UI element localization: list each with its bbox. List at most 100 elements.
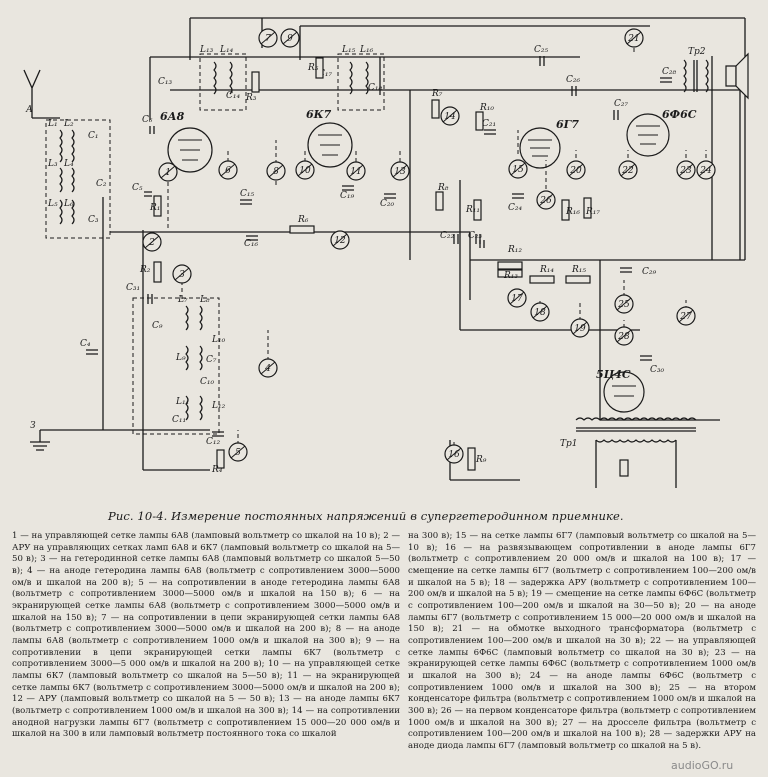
meter-10: 10 — [295, 160, 315, 180]
svg-text:R₈: R₈ — [437, 183, 449, 193]
meter-19: 19 — [570, 318, 590, 338]
svg-text:L₁₆: L₁₆ — [359, 45, 374, 55]
svg-text:R₅: R₅ — [307, 63, 319, 73]
svg-text:C₁: C₁ — [88, 131, 99, 141]
svg-text:C₁₇: C₁₇ — [318, 69, 332, 79]
svg-text:R₁: R₁ — [149, 203, 160, 213]
svg-text:16: 16 — [448, 450, 460, 460]
svg-text:21: 21 — [627, 34, 639, 44]
svg-text:C₉: C₉ — [152, 321, 163, 331]
capacitors: C₅ C₆ C₄ C₁₂ C₁₅ C₁₆ C₁₉ C₂₀ C₂₁ C₂₂ C₂₃… — [80, 45, 676, 447]
svg-text:14: 14 — [444, 112, 456, 122]
svg-text:А: А — [25, 105, 33, 115]
svg-text:26: 26 — [539, 196, 552, 206]
tube-6k7: 6К7 — [306, 108, 353, 168]
svg-text:L₁₂: L₁₂ — [211, 401, 226, 411]
svg-text:R₁₇: R₁₇ — [585, 207, 600, 217]
svg-text:2: 2 — [148, 238, 155, 248]
figure-caption: Рис. 10-4. Измерение постоянных напряжен… — [108, 509, 624, 523]
svg-text:C₂₃: C₂₃ — [468, 231, 482, 241]
svg-text:R₁₂: R₁₂ — [507, 245, 522, 255]
meter-2: 2 — [142, 232, 162, 252]
svg-text:C₂₁: C₂₁ — [482, 119, 496, 129]
meter-27: 27 — [676, 306, 696, 326]
svg-text:C₁₄: C₁₄ — [226, 91, 240, 101]
legend-text-right: на 300 в); 15 — на сетке лампы 6Г7 (ламп… — [408, 531, 756, 751]
meter-6: 6 — [218, 160, 238, 180]
svg-text:C₂: C₂ — [96, 179, 107, 189]
svg-text:C₂₂: C₂₂ — [440, 231, 454, 241]
svg-text:L₁₁: L₁₁ — [175, 397, 189, 407]
svg-text:L₉: L₉ — [175, 353, 186, 363]
meter-28: 28 — [614, 326, 634, 346]
legend-column-right: на 300 в); 15 — на сетке лампы 6Г7 (ламп… — [408, 531, 756, 753]
svg-text:C₁₃: C₁₃ — [158, 77, 172, 87]
meter-20: 20 — [566, 160, 586, 180]
svg-text:R₁₀: R₁₀ — [479, 103, 494, 113]
svg-text:8: 8 — [273, 167, 279, 177]
tube-5c4s: 5Ц4С — [596, 368, 645, 413]
meter-5: 5 — [228, 442, 248, 462]
svg-text:C₁₉: C₁₉ — [340, 191, 354, 201]
meter-15: 15 — [508, 159, 528, 179]
meter-24: 24 — [696, 160, 716, 180]
svg-text:Тр2: Тр2 — [688, 47, 706, 57]
meter-8: 8 — [266, 161, 286, 181]
svg-text:6Г7: 6Г7 — [556, 118, 579, 131]
meter-18: 18 — [530, 302, 550, 322]
svg-text:C₆: C₆ — [142, 115, 153, 125]
power-transformer: Тр1 — [560, 417, 697, 488]
meter-9: 9 — [280, 28, 300, 48]
svg-text:5Ц4С: 5Ц4С — [596, 368, 631, 381]
svg-text:L₇: L₇ — [177, 295, 188, 305]
agc-bus — [110, 231, 745, 300]
svg-text:28: 28 — [617, 332, 630, 342]
meter-21: 21 — [624, 28, 644, 48]
svg-text:R₁₄: R₁₄ — [539, 265, 554, 275]
svg-text:C₂₆: C₂₆ — [566, 75, 580, 85]
resistors: R₁ R₂ R₃ R₄ R₅ R₆ R₇ R₈ R₉ R₁₀ R₁₁ R₁₂ R… — [139, 57, 600, 475]
svg-text:C₁₁: C₁₁ — [172, 415, 186, 425]
svg-text:L₆: L₆ — [63, 199, 74, 209]
svg-text:R₁₃: R₁₃ — [503, 271, 518, 281]
svg-text:C₃₀: C₃₀ — [650, 365, 664, 375]
svg-text:C₂₄: C₂₄ — [508, 203, 522, 213]
svg-text:10: 10 — [299, 166, 311, 176]
svg-text:C₂₇: C₂₇ — [614, 99, 628, 109]
svg-text:L₁₃: L₁₃ — [199, 45, 214, 55]
meter-23: 23 — [676, 160, 696, 180]
svg-text:6: 6 — [225, 166, 231, 176]
meter-1: 1 — [158, 162, 178, 182]
tube-6g7: 6Г7 — [519, 118, 579, 169]
svg-text:З: З — [30, 421, 36, 431]
meter-17: 17 — [507, 288, 527, 308]
svg-text:C₂₈: C₂₈ — [662, 67, 676, 77]
loudspeaker — [725, 52, 749, 100]
svg-text:C₇: C₇ — [206, 355, 217, 365]
svg-text:4: 4 — [264, 364, 271, 374]
filter-bus — [599, 260, 720, 421]
svg-text:6К7: 6К7 — [306, 108, 332, 121]
svg-text:C₂₀: C₂₀ — [380, 199, 394, 209]
svg-text:L₃: L₃ — [47, 159, 58, 169]
svg-text:Тр1: Тр1 — [560, 439, 578, 449]
oscillator-wiring — [102, 197, 210, 471]
svg-text:12: 12 — [334, 236, 346, 246]
svg-text:27: 27 — [679, 312, 692, 322]
svg-text:7: 7 — [265, 34, 271, 44]
svg-text:R₆: R₆ — [297, 215, 309, 225]
svg-text:L₂: L₂ — [63, 119, 74, 129]
svg-text:6А8: 6А8 — [160, 110, 185, 123]
svg-text:C₅: C₅ — [132, 183, 143, 193]
svg-text:24: 24 — [699, 166, 712, 176]
svg-text:R₁₁: R₁₁ — [465, 205, 480, 215]
watermark: audioGO.ru — [671, 759, 734, 772]
ground-symbol: З — [30, 421, 50, 451]
svg-text:C₁₂: C₁₂ — [206, 437, 220, 447]
svg-text:R₃: R₃ — [245, 93, 257, 103]
meter-13: 13 — [390, 161, 410, 181]
svg-text:15: 15 — [512, 165, 524, 175]
